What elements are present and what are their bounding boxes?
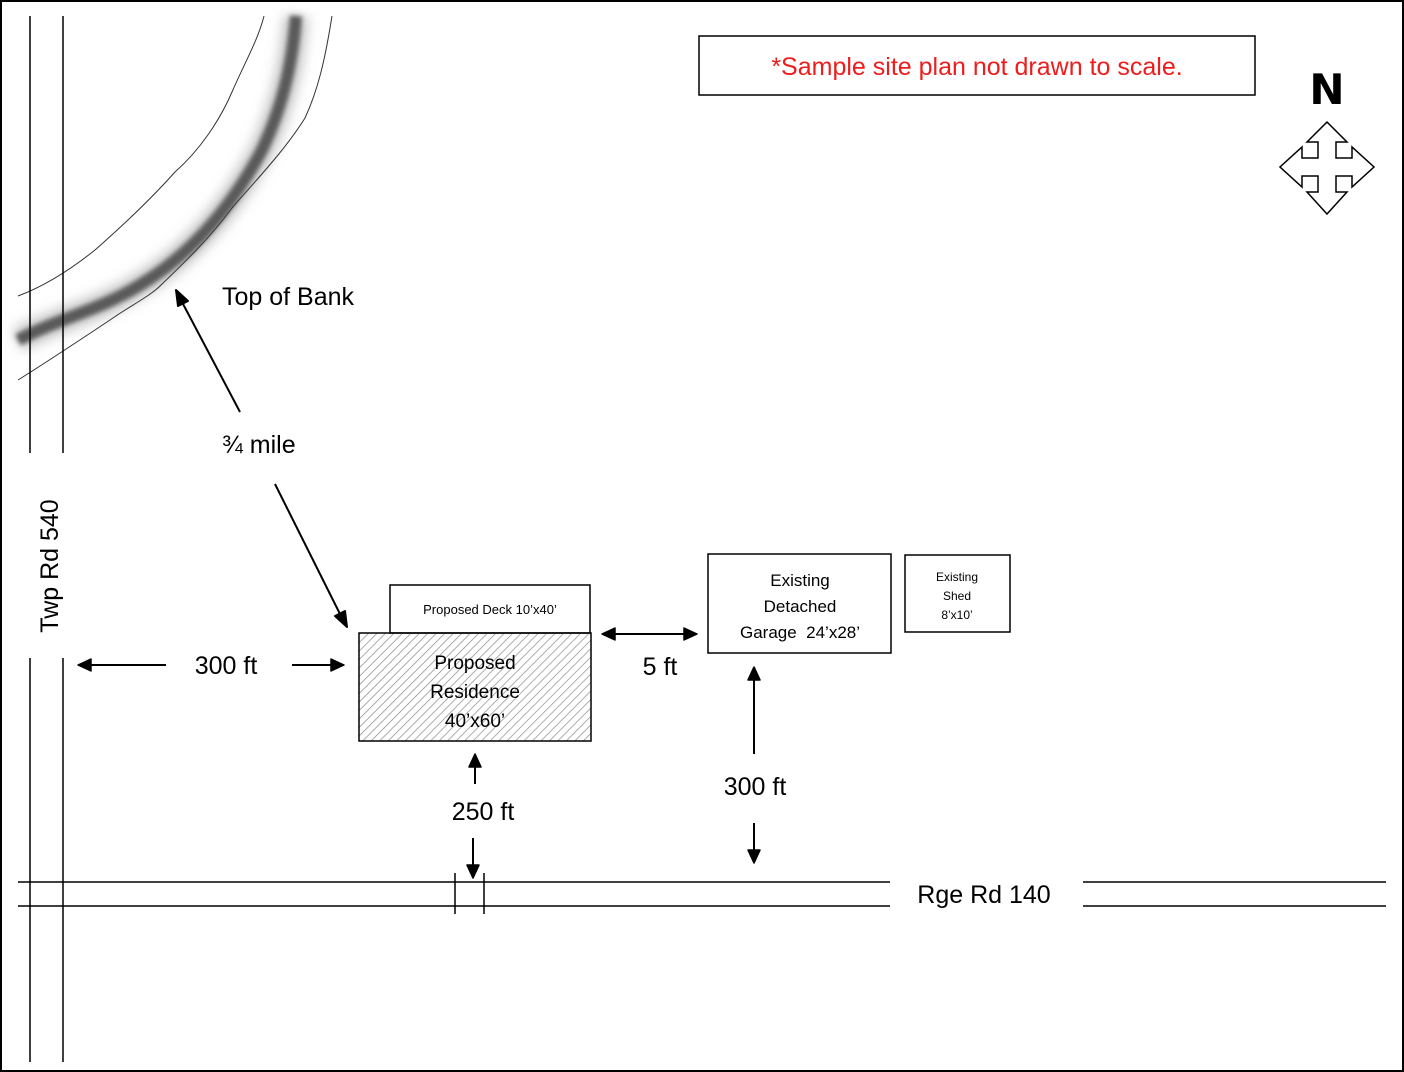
garage-south-setback-arrows xyxy=(747,666,761,864)
top-of-bank-line-lower xyxy=(17,15,333,381)
rge-road-label: Rge Rd 140 xyxy=(917,881,1050,909)
residence-south-setback-arrows xyxy=(466,753,482,879)
residence-label-line1: Proposed xyxy=(434,653,515,674)
distance-arrow-to-bank xyxy=(175,289,241,413)
residence-label-line2: Residence xyxy=(430,682,520,703)
rge-road xyxy=(18,873,1386,914)
north-label: N xyxy=(1309,65,1344,114)
shed-label-line2: Shed xyxy=(943,589,971,603)
four-way-arrow-icon xyxy=(1278,120,1376,216)
west-setback-label: 300 ft xyxy=(195,652,258,680)
distance-arrow-to-residence xyxy=(274,483,348,628)
twp-road-label: Twp Rd 540 xyxy=(36,499,64,632)
west-setback-arrows xyxy=(77,658,345,672)
distance-to-bank-label: ¾ mile xyxy=(222,431,296,459)
garage-separation-arrow xyxy=(601,627,698,641)
proposed-residence xyxy=(358,632,592,742)
shed-label-line3: 8’x10’ xyxy=(941,608,972,622)
note-text: *Sample site plan not drawn to scale. xyxy=(771,53,1182,81)
shed-label-line1: Existing xyxy=(936,570,978,584)
note-box xyxy=(698,35,1256,96)
top-of-bank-label: Top of Bank xyxy=(222,283,355,311)
garage-label-line3: Garage 24’x28’ xyxy=(740,623,860,642)
garage-label-line1: Existing xyxy=(770,571,830,590)
twp-road xyxy=(29,16,64,1062)
residence-south-setback-label: 250 ft xyxy=(452,798,515,826)
garage-south-setback-label: 300 ft xyxy=(724,773,787,801)
top-of-bank-line-upper xyxy=(17,15,265,297)
garage-separation-label: 5 ft xyxy=(643,653,678,681)
deck-label: Proposed Deck 10’x40’ xyxy=(423,602,557,617)
existing-shed xyxy=(904,554,1011,633)
river-icon xyxy=(12,15,333,381)
garage-label-line2: Detached xyxy=(764,597,837,616)
residence-label-line3: 40’x60’ xyxy=(445,711,505,732)
existing-garage xyxy=(707,553,892,654)
